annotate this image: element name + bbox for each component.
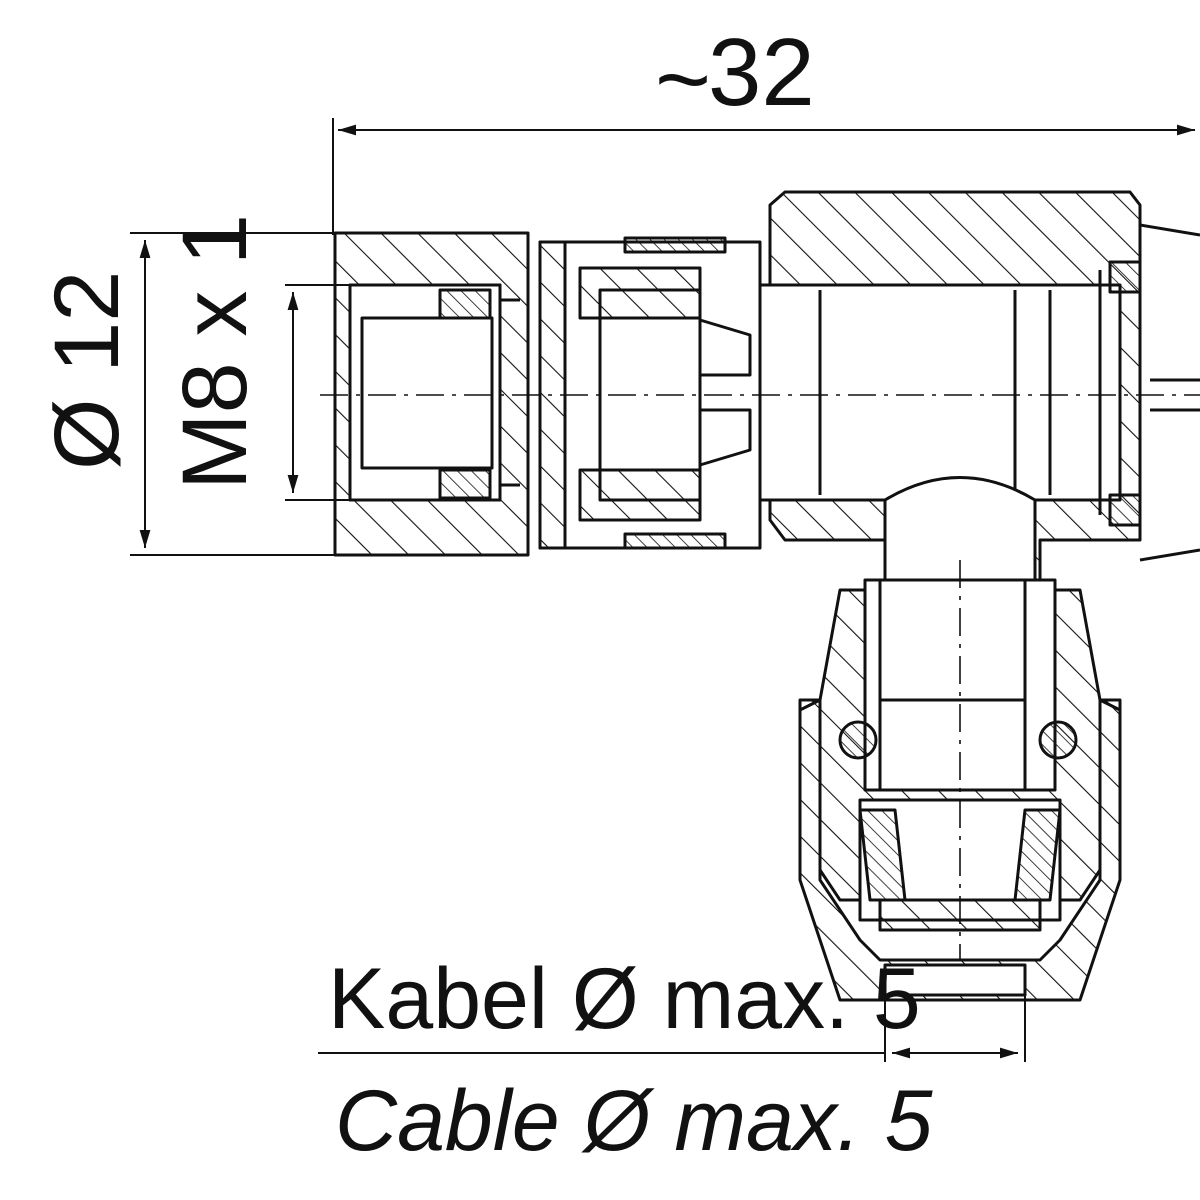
middle-sleeve	[538, 236, 762, 550]
outer-diameter-dimension	[130, 232, 335, 556]
cable-diameter-dimension	[884, 990, 1026, 1062]
cable-label-english: Cable Ø max. 5	[335, 1073, 934, 1169]
thread-label: M8 x 1	[164, 214, 266, 490]
overall-length-dimension	[332, 118, 1195, 235]
pressure-cap	[798, 698, 1122, 1002]
overall-length-prefix: ~	[655, 26, 711, 133]
outer-diameter-label: Ø 12	[36, 271, 138, 470]
coupling-nut	[333, 231, 530, 557]
center-lines	[320, 394, 1200, 960]
elbow-housing	[758, 190, 1200, 592]
overall-length-label: 32	[708, 19, 815, 126]
cable-label-german: Kabel Ø max. 5	[328, 951, 921, 1047]
